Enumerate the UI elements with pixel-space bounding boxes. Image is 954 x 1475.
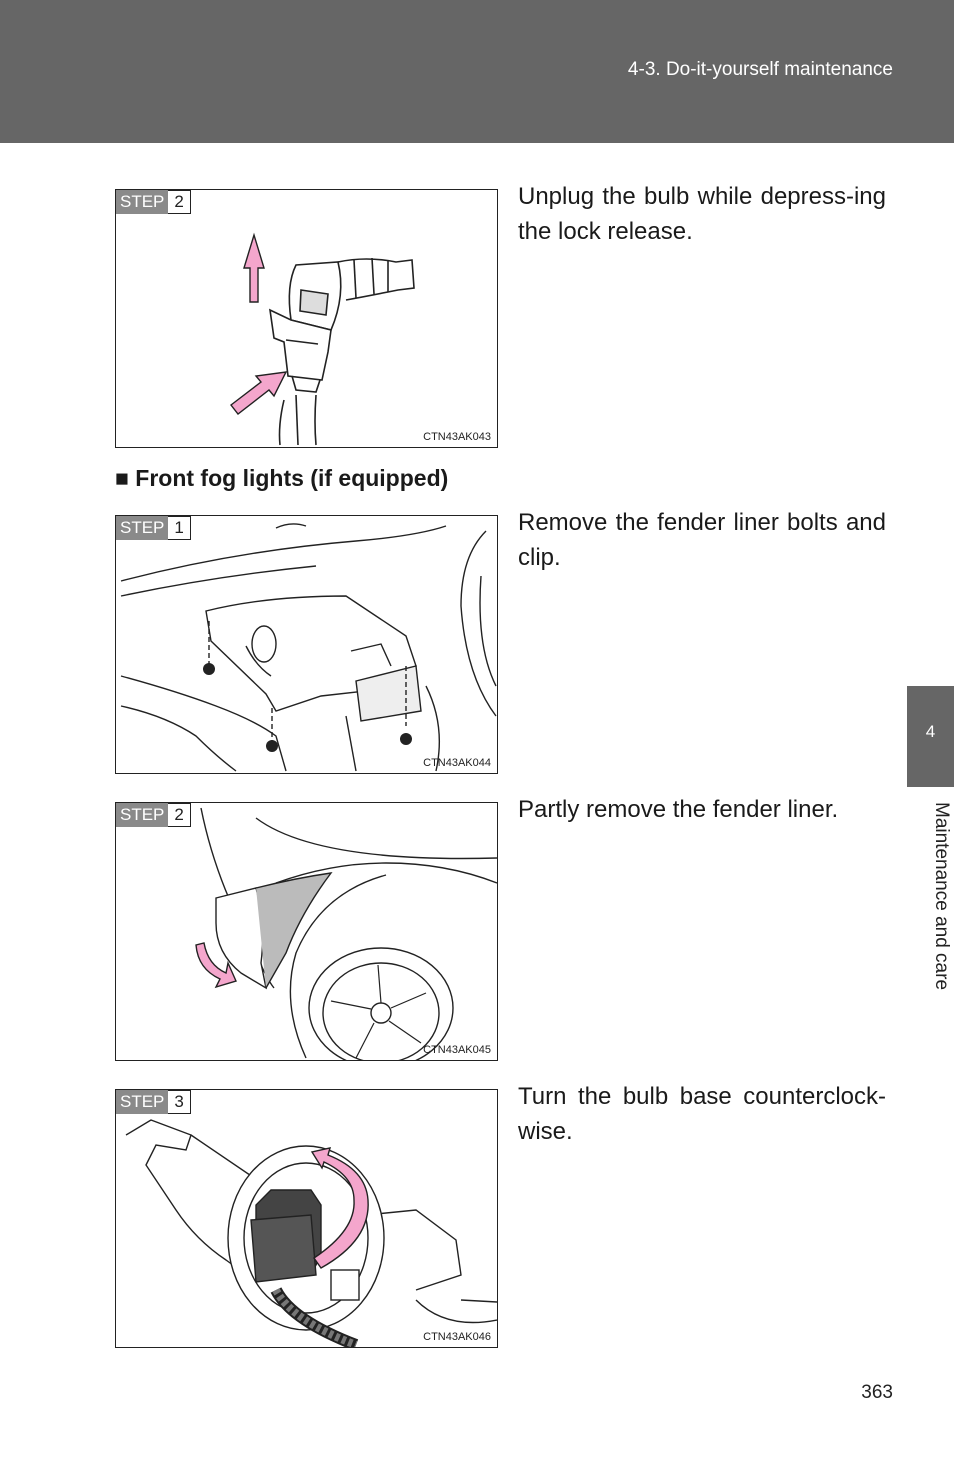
figure-fender-liner-bolts: STEP 1 CTN43AK0 [115,515,498,774]
figure-unplug-bulb: STEP 2 CTN43AK043 [115,189,498,448]
instruction-text: Unplug the bulb while depress-ing the lo… [518,183,886,245]
page-number: 363 [861,1382,893,1403]
step-number: 1 [168,516,191,540]
figure-code: CTN43AK045 [423,1044,491,1056]
step-number: 2 [168,803,191,827]
step-label: STEP 2 [116,803,191,827]
figure-code: CTN43AK044 [423,757,491,769]
step-word: STEP [116,803,169,827]
chapter-label: Maintenance and care [931,802,952,991]
step-word: STEP [116,516,169,540]
instruction-text: Remove the fender liner bolts and clip. [518,509,886,571]
step-label: STEP 2 [116,190,191,214]
step-word: STEP [116,190,169,214]
figure-partly-remove-liner: STEP 2 CTN43AK045 [115,802,498,1061]
chapter-number: 4 [925,722,936,741]
chapter-tab: 4 [907,686,954,787]
wheel-fender-illustration [195,807,497,1060]
step-word: STEP [116,1090,169,1114]
step-number: 3 [168,1090,191,1114]
figure-turn-bulb-base: STEP 3 CTN43AK046 [115,1089,498,1348]
bulb-connector-illustration [230,232,415,446]
section-heading: ■ Front fog lights (if equipped) [115,465,449,491]
figure-code: CTN43AK046 [423,1331,491,1343]
instruction-text: Turn the bulb base counterclock-wise. [518,1083,886,1145]
step-label: STEP 1 [116,516,191,540]
step-number: 2 [168,190,191,214]
step-label: STEP 3 [116,1090,191,1114]
instruction-text: Partly remove the fender liner. [518,796,839,823]
page-header: 4-3. Do-it-yourself maintenance [0,0,954,143]
figure-code: CTN43AK043 [423,431,491,443]
fender-liner-illustration [120,523,497,772]
section-title: 4-3. Do-it-yourself maintenance [627,59,893,80]
fog-light-bulb-illustration [125,1119,497,1347]
